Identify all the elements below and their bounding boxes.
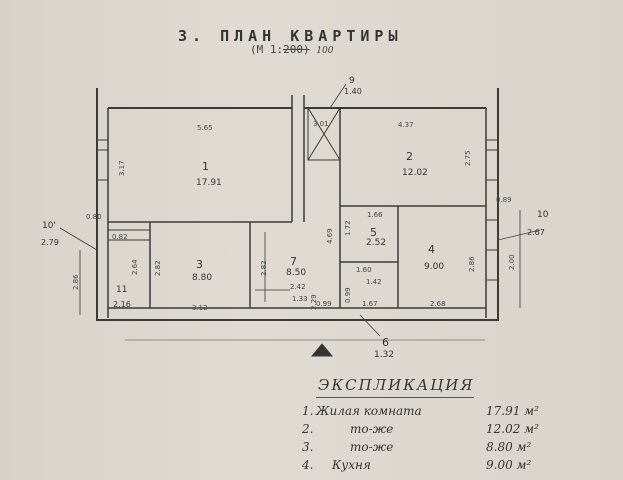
dim-bottom-b: 2.29 <box>310 294 318 310</box>
room-3-area: 8.80 <box>192 273 213 283</box>
legend-row-1-area: 17.91 м² <box>486 404 539 418</box>
dim-wc-height: 0.99 <box>344 287 352 303</box>
room-1-area: 17.91 <box>196 178 222 188</box>
room-2-area: 12.02 <box>402 168 428 178</box>
dim-room3-width: 3.12 <box>192 304 208 312</box>
scale-old-value: 200) <box>283 43 310 56</box>
dim-room2-height: 2.75 <box>464 150 472 166</box>
room-4-area: 9.00 <box>424 262 445 272</box>
room-4-number: 4 <box>428 243 435 256</box>
legend-row-4-name: Кухня <box>332 458 371 472</box>
dim-corr-c: 4.69 <box>326 228 334 244</box>
room-1-number: 1 <box>202 160 209 173</box>
legend-row-1-num: 1. <box>302 404 314 418</box>
dim-kitchen-w2: 2.68 <box>430 300 446 308</box>
room-10prime-number: 10' <box>42 221 56 231</box>
window-left <box>97 139 108 181</box>
dim-room2-width: 4.37 <box>398 121 414 129</box>
room-6-area: 1.32 <box>374 350 395 360</box>
room-10prime-area: 2.79 <box>41 238 59 247</box>
scale-new-value: 100 <box>316 46 334 56</box>
room-5-number: 5 <box>370 226 377 239</box>
room-6-number: 6 <box>382 336 389 349</box>
legend-title: ЭКСПЛИКАЦИЯ <box>318 376 475 394</box>
wall-central <box>291 95 305 222</box>
balcony-left <box>108 229 150 241</box>
legend-row-2-name: то-же <box>350 422 394 436</box>
dim-bath-width: 1.66 <box>367 211 383 219</box>
room-11-number: 11 <box>116 285 128 295</box>
dim-left-height: 2.86 <box>72 274 80 290</box>
legend-row-2-area: 12.02 м² <box>486 422 539 436</box>
dim-wc-width2: 1.42 <box>366 278 382 286</box>
dim-kitchen-height: 2.86 <box>468 256 476 272</box>
outer-wall <box>96 88 499 321</box>
room-11-area: 2.16 <box>113 300 131 309</box>
dim-bottom-a: 0.99 <box>316 300 332 308</box>
document-title: 3. ПЛАН КВАРТИРЫ <box>178 27 403 45</box>
window-kitchen <box>486 219 498 281</box>
dim-room3-h2: 2.82 <box>154 260 162 276</box>
room-2-number: 2 <box>406 150 413 163</box>
legend-row-4-num: 4. <box>302 458 314 472</box>
wall-room3 <box>149 222 251 308</box>
dim-shaft: 3.01 <box>313 120 329 128</box>
stair-marker <box>310 343 334 357</box>
room-3-number: 3 <box>196 258 203 271</box>
legend-row-3-num: 3. <box>302 440 314 454</box>
legend-row-2-num: 2. <box>302 422 314 436</box>
legend-row-4-area: 9.00 м² <box>486 458 532 472</box>
scale-prefix: (М 1: <box>250 43 284 56</box>
room-9-number: 9 <box>349 76 355 86</box>
room-9-area: 1.40 <box>344 87 362 96</box>
dim-room3-h1: 2.64 <box>131 259 139 275</box>
legend-row-1-name: Жилая комната <box>316 404 422 418</box>
room-7-number: 7 <box>290 255 297 268</box>
room-5-area: 2.52 <box>366 238 387 248</box>
room-10-number: 10 <box>537 210 549 220</box>
dim-room1-width: 5.65 <box>197 124 213 132</box>
dim-room7-width: 2.42 <box>290 283 306 291</box>
dim-room7-width2: 1.33 <box>292 295 308 303</box>
dim-corr-a: 0.80 <box>86 213 102 221</box>
ventilation-shaft <box>307 107 341 161</box>
dim-bath-height: 1.72 <box>344 220 352 236</box>
room-10-area: 2.67 <box>527 228 545 237</box>
window-right <box>486 139 498 181</box>
room-7-area: 8.50 <box>286 268 307 278</box>
dim-kitchen-w1: 1.67 <box>362 300 378 308</box>
dim-room1-height: 3.17 <box>118 160 126 176</box>
dim-room10-height: 2.00 <box>508 254 516 270</box>
dim-wc-width: 1.60 <box>356 266 372 274</box>
dim-room7-height: 2.82 <box>260 260 268 276</box>
legend-divider <box>316 397 474 398</box>
scale-label: (М 1:200) 100 <box>250 43 333 56</box>
dim-corr-b: 0.82 <box>112 233 128 241</box>
dim-shaft-b: 0.89 <box>496 196 512 204</box>
legend-row-3-name: то-же <box>350 440 394 454</box>
legend-row-3-area: 8.80 м² <box>486 440 532 454</box>
